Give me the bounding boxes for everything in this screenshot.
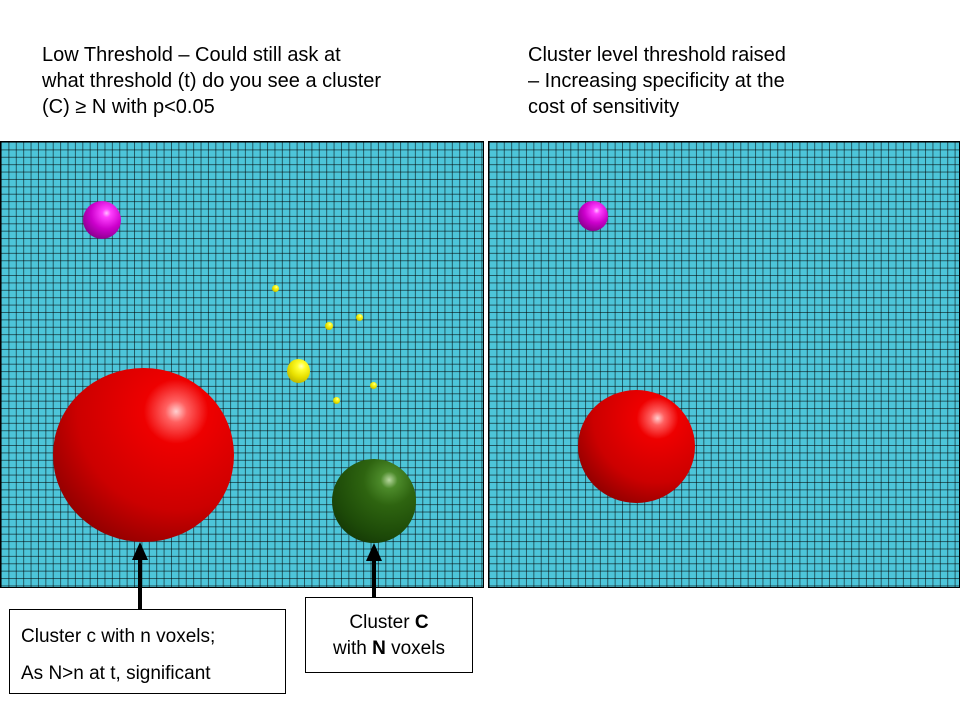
red-cluster-right xyxy=(578,390,695,503)
magenta-cluster-left xyxy=(83,201,121,239)
cluster-C-word: Cluster xyxy=(349,612,415,633)
cluster-C-N: N xyxy=(372,638,386,659)
voxel-grid-right xyxy=(488,141,960,588)
yellow-cluster-small xyxy=(370,382,377,389)
magenta-cluster-right xyxy=(578,201,608,231)
yellow-cluster-small xyxy=(333,397,340,404)
yellow-cluster-small xyxy=(272,285,279,292)
cluster-C-label-box: Cluster C with N voxels xyxy=(305,597,473,673)
cluster-C-letter: C xyxy=(414,612,429,633)
yellow-cluster-medium xyxy=(287,359,310,383)
cluster-C-label-line2: with N voxels xyxy=(306,636,472,662)
cluster-c-label-line2: As N>n at t, significant xyxy=(21,663,211,684)
cluster-c-label-line1: Cluster c with n voxels; xyxy=(21,626,216,647)
cluster-C-with: with xyxy=(333,638,373,659)
cluster-c-label-box: Cluster c with n voxels; As N>n at t, si… xyxy=(9,609,286,694)
green-cluster-C xyxy=(332,459,416,543)
voxel-grid-left xyxy=(0,141,484,588)
arrow-to-cluster-C xyxy=(366,543,382,599)
caption-cluster-threshold-raised: Cluster level threshold raised – Increas… xyxy=(528,44,786,118)
red-cluster-c-left xyxy=(53,368,234,542)
cluster-C-voxels: voxels xyxy=(385,638,445,659)
caption-low-threshold: Low Threshold – Could still ask at what … xyxy=(42,44,382,118)
yellow-cluster-small xyxy=(356,314,363,321)
cluster-C-label-line1: Cluster C xyxy=(306,610,472,636)
arrow-to-cluster-c xyxy=(132,542,148,612)
yellow-cluster-small xyxy=(325,322,333,330)
